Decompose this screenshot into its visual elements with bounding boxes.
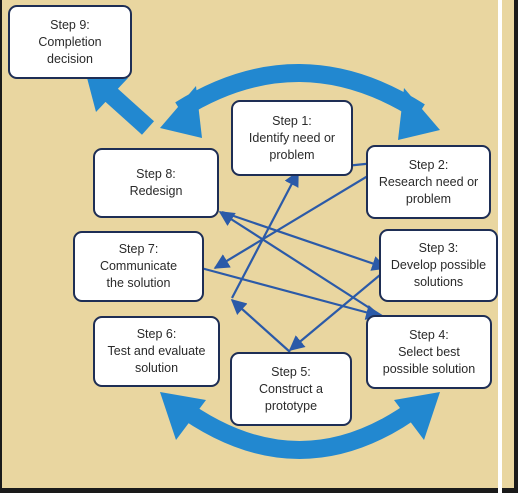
step-7-box[interactable]: Step 7: Communicate the solution: [73, 231, 204, 302]
step-5-label: Step 5: Construct a prototype: [259, 364, 323, 413]
step-1-label: Step 1: Identify need or problem: [248, 113, 336, 162]
step-8-label: Step 8: Redesign: [129, 167, 183, 198]
bottom-cycle-arc-arrow: [172, 397, 426, 459]
step-8-to-step-1-connector: [231, 170, 299, 299]
step-4-box[interactable]: Step 4: Select best possible solution: [366, 315, 492, 389]
step-3-to-step-4-connector: [200, 266, 382, 320]
step-5-to-step-6-connector: [221, 210, 388, 271]
step-3-box[interactable]: Step 3: Develop possible solutions: [379, 229, 498, 302]
top-cycle-arc-arrow: [175, 64, 425, 120]
step-6-box[interactable]: Step 6: Test and evaluate solution: [93, 316, 220, 387]
step-4-label: Step 4: Select best possible solution: [382, 327, 476, 376]
step-6-to-step-7-connector: [288, 269, 387, 351]
bottom-arc-right-arrowhead: [394, 392, 440, 440]
step-7-to-step-8-connector: [230, 298, 291, 353]
top-arc-right-arrowhead: [398, 88, 440, 140]
step-5-box[interactable]: Step 5: Construct a prototype: [230, 352, 352, 426]
step-2-label: Step 2: Research need or problem: [378, 157, 479, 206]
step-9-label: Step 9: Completion decision: [38, 17, 102, 66]
to-step-9-arrowhead: [86, 74, 128, 112]
step-1-box[interactable]: Step 1: Identify need or problem: [231, 100, 353, 176]
step-9-box[interactable]: Step 9: Completion decision: [8, 5, 132, 79]
step-4-to-step-5-connector: [218, 211, 383, 317]
bottom-arc-left-arrowhead: [160, 392, 206, 440]
divider: [498, 0, 502, 493]
top-arc-left-arrowhead: [160, 86, 202, 138]
step-3-label: Step 3: Develop possible solutions: [390, 241, 487, 289]
step-8-box[interactable]: Step 8: Redesign: [93, 148, 219, 218]
step-6-label: Step 6: Test and evaluate solution: [107, 327, 206, 375]
to-step-9-arrow: [101, 85, 155, 135]
step-2-box[interactable]: Step 2: Research need or problem: [366, 145, 491, 219]
step-7-label: Step 7: Communicate the solution: [99, 242, 178, 290]
